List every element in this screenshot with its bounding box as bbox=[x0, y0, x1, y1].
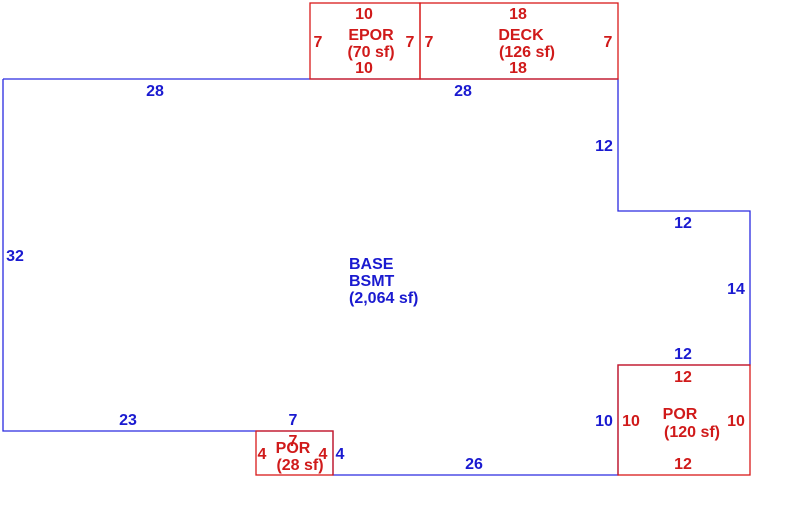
por-large-name: POR bbox=[663, 406, 698, 423]
dim-por-large-right: 10 bbox=[727, 413, 745, 430]
dim-base-notch-top: 7 bbox=[289, 412, 298, 429]
dim-base-step-right: 14 bbox=[727, 281, 745, 298]
dim-epor-bottom: 10 bbox=[355, 60, 373, 77]
por-small-area: (28 sf) bbox=[276, 457, 323, 474]
dim-base-right-lower: 10 bbox=[595, 413, 613, 430]
dim-base-bottom-left: 23 bbox=[119, 412, 137, 429]
dim-por-large-top: 12 bbox=[674, 369, 692, 386]
dim-base-notch-right: 4 bbox=[336, 446, 345, 463]
dim-base-bottom-right: 26 bbox=[465, 456, 483, 473]
base-area: (2,064 sf) bbox=[349, 290, 418, 307]
dim-base-right-upper: 12 bbox=[595, 138, 613, 155]
dim-por-small-right: 4 bbox=[319, 446, 328, 463]
dim-deck-left: 7 bbox=[425, 34, 434, 51]
por-large-area: (120 sf) bbox=[664, 424, 720, 441]
dim-por-small-left: 4 bbox=[258, 446, 267, 463]
dim-por-small-top: 7 bbox=[289, 433, 298, 450]
epor-area: (70 sf) bbox=[347, 44, 394, 61]
deck-area: (126 sf) bbox=[499, 44, 555, 61]
dim-deck-top: 18 bbox=[509, 6, 527, 23]
deck-name: DECK bbox=[498, 27, 544, 44]
base-name: BASE bbox=[349, 256, 394, 273]
dim-base-top-right: 28 bbox=[454, 83, 472, 100]
dim-base-step-top: 12 bbox=[674, 215, 692, 232]
base-sub: BSMT bbox=[349, 273, 395, 290]
dim-por-large-bottom: 12 bbox=[674, 456, 692, 473]
por-large-outline bbox=[617, 364, 751, 476]
dim-deck-right: 7 bbox=[604, 34, 613, 51]
dim-por-large-left: 10 bbox=[622, 413, 640, 430]
por-small-name: POR bbox=[276, 440, 311, 457]
dim-base-step-bottom: 12 bbox=[674, 346, 692, 363]
por-small-outline bbox=[255, 430, 334, 476]
dim-epor-right: 7 bbox=[406, 34, 415, 51]
dim-base-left: 32 bbox=[6, 248, 24, 265]
epor-name: EPOR bbox=[348, 27, 394, 44]
deck-outline bbox=[419, 2, 619, 80]
dim-base-top-left: 28 bbox=[146, 83, 164, 100]
dim-deck-bottom: 18 bbox=[509, 60, 527, 77]
dim-epor-top: 10 bbox=[355, 6, 373, 23]
dim-epor-left: 7 bbox=[314, 34, 323, 51]
